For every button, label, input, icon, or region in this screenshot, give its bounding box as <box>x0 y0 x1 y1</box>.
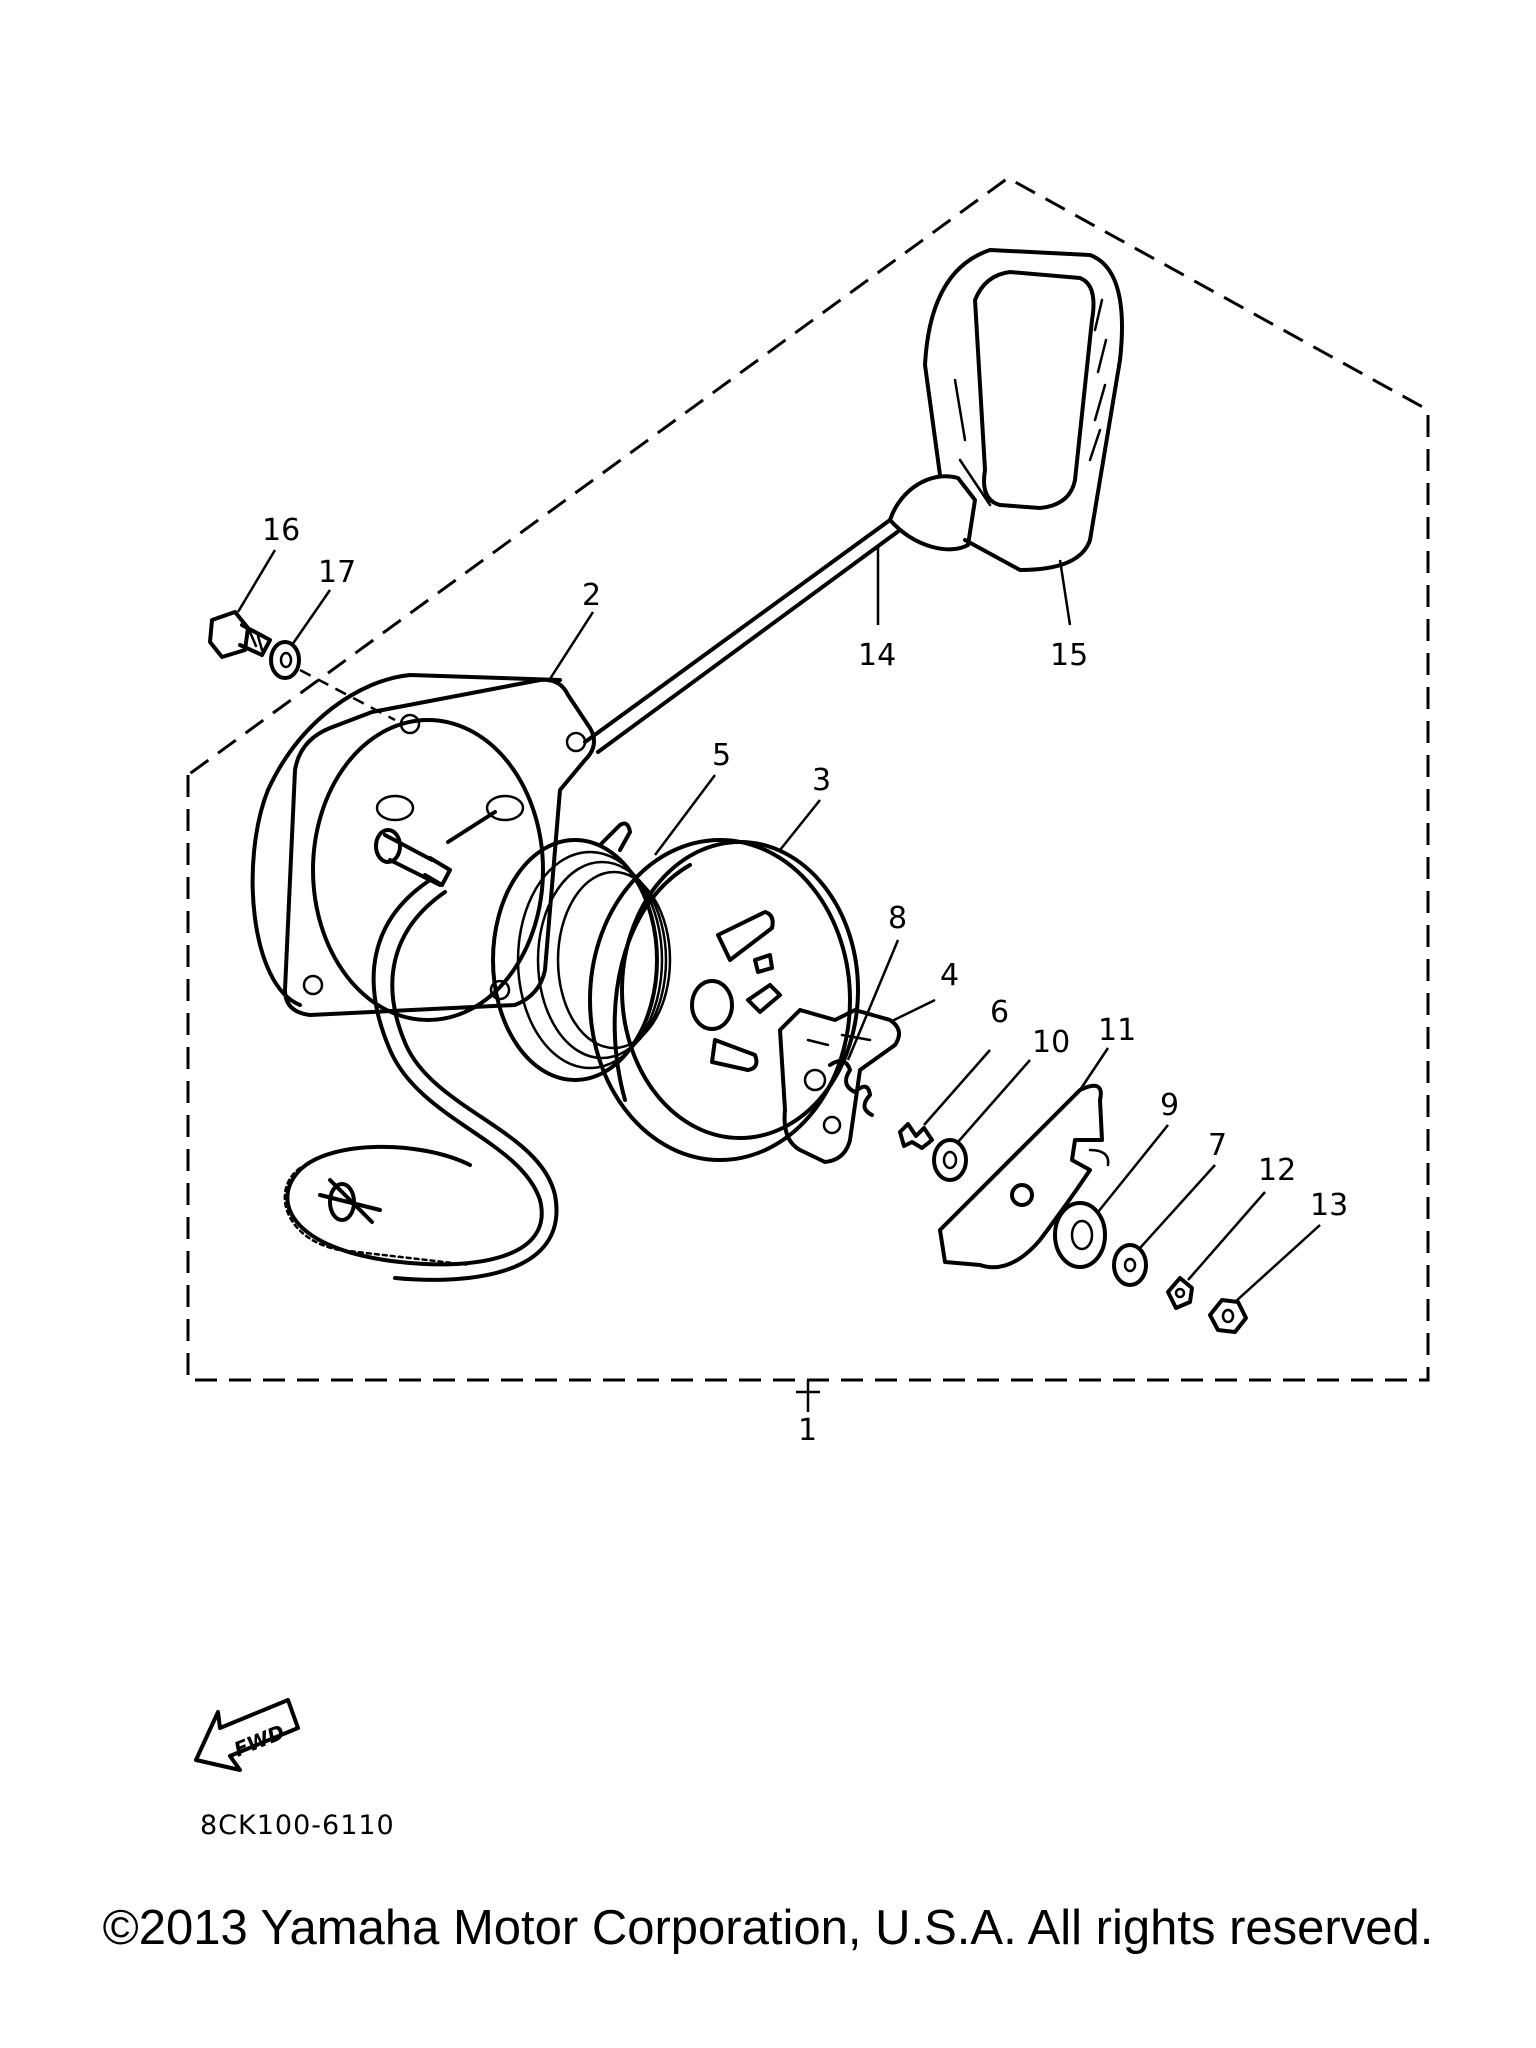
callout-17: 17 <box>318 555 356 590</box>
callout-16: 16 <box>262 513 300 548</box>
callout-7: 7 <box>1208 1128 1227 1163</box>
leader-5 <box>654 774 716 856</box>
callout-6: 6 <box>990 995 1009 1030</box>
washer <box>269 640 301 680</box>
callout-15: 15 <box>1050 638 1088 673</box>
callout-11: 11 <box>1098 1013 1136 1048</box>
leader-10 <box>957 1059 1031 1143</box>
nut <box>1208 1298 1248 1334</box>
copyright-notice: ©2013 Yamaha Motor Corporation, U.S.A. A… <box>102 1901 1434 1955</box>
starter-rope <box>283 518 902 1282</box>
leader-4 <box>889 998 936 1024</box>
bolt <box>208 610 272 659</box>
callout-10: 10 <box>1032 1025 1070 1060</box>
leader-16 <box>236 549 277 613</box>
callout-3: 3 <box>812 763 831 798</box>
callout-12: 12 <box>1258 1153 1296 1188</box>
callout-5: 5 <box>712 738 731 773</box>
spiral-spring <box>491 821 672 1082</box>
leader-17 <box>290 589 332 646</box>
friction-plate <box>938 1083 1110 1270</box>
leader-12 <box>1187 1191 1266 1281</box>
callout-8: 8 <box>888 901 907 936</box>
leader-6 <box>923 1049 991 1126</box>
starter-handle <box>888 248 1124 572</box>
callout-1: 1 <box>798 1413 817 1448</box>
ratchet <box>778 1008 901 1164</box>
leader-11 <box>1078 1047 1110 1091</box>
lock-washer <box>1166 1276 1194 1310</box>
leader-2 <box>546 611 595 683</box>
callout-14: 14 <box>858 638 896 673</box>
leader-3 <box>779 799 821 851</box>
thrust-washer <box>932 1138 968 1182</box>
plate-washer <box>1053 1201 1107 1269</box>
callout-9: 9 <box>1160 1088 1179 1123</box>
callout-2: 2 <box>582 578 601 613</box>
callout-13: 13 <box>1310 1188 1348 1223</box>
flat-washer <box>1112 1243 1148 1287</box>
leader-15 <box>1058 559 1072 626</box>
leader-9 <box>1097 1124 1169 1213</box>
leader-7 <box>1139 1164 1216 1249</box>
assembly-boundary <box>186 176 1430 1382</box>
forward-arrow-icon: FWD <box>194 1698 300 1772</box>
starter-case <box>250 673 596 1022</box>
sheave-drum <box>588 838 860 1162</box>
part-code: 8CK100-6110 <box>200 1810 395 1841</box>
return-spring <box>898 1122 934 1150</box>
ratchet-spring <box>828 1059 874 1117</box>
leader-8 <box>846 939 900 1061</box>
leader-13 <box>1234 1224 1321 1303</box>
fwd-label: FWD <box>231 1720 289 1762</box>
callout-4: 4 <box>940 958 959 993</box>
